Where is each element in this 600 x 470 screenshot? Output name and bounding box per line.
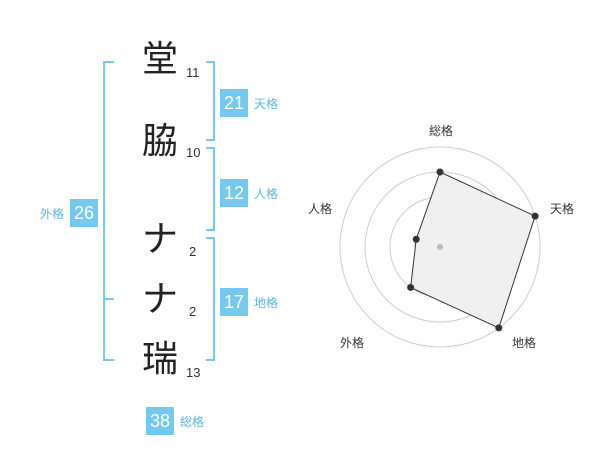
radar-label-soukaku: 総格: [428, 124, 453, 138]
gaikaku-label: 外格: [40, 206, 65, 221]
stroke-count-2: 10: [186, 145, 201, 160]
name-char-2: 脇: [141, 121, 178, 162]
gaikaku-badge: 外格 26: [40, 199, 99, 227]
jinkaku-badge: 12 人格: [220, 179, 278, 207]
chikaku-label: 地格: [254, 295, 279, 310]
radar-point-jinkaku: [412, 235, 420, 243]
chikaku-value: 17: [220, 288, 248, 316]
radar-point-gaikaku: [407, 283, 415, 291]
radar-point-tenkaku: [531, 212, 539, 220]
gaikaku-value: 26: [70, 199, 99, 227]
radar-label-gaikaku: 外格: [339, 336, 364, 350]
soukaku-badge: 38 総格: [146, 407, 204, 435]
soukaku-label: 総格: [180, 414, 205, 429]
name-char-5: 瑞: [141, 339, 178, 380]
radar-label-tenkaku: 天格: [549, 202, 574, 216]
chikaku-badge: 17 地格: [220, 288, 278, 316]
jinkaku-bracket: [206, 147, 215, 231]
stroke-count-3: 2: [189, 244, 197, 259]
name-char-4: ナ: [141, 279, 178, 320]
radar-center-dot: [437, 244, 443, 250]
stroke-count-4: 2: [189, 304, 197, 319]
chikaku-bracket: [206, 237, 215, 361]
radar-grid-ring: [339, 146, 541, 348]
tenkaku-bracket: [206, 61, 215, 141]
tenkaku-label: 天格: [254, 96, 279, 111]
tenkaku-value: 21: [220, 89, 248, 117]
radar-point-chikaku: [495, 324, 503, 332]
stroke-count-1: 11: [186, 65, 200, 80]
name-char-3: ナ: [141, 219, 178, 260]
gaikaku-bracket: [103, 61, 114, 361]
radar-point-soukaku: [436, 168, 444, 176]
jinkaku-label: 人格: [254, 186, 279, 201]
stroke-count-5: 13: [186, 365, 201, 380]
jinkaku-value: 12: [220, 179, 248, 207]
radar-label-chikaku: 地格: [511, 336, 536, 350]
radar-label-jinkaku: 人格: [307, 202, 332, 216]
radar-points: [407, 168, 539, 332]
radar-area: [410, 171, 536, 329]
tenkaku-badge: 21 天格: [220, 89, 278, 117]
name-char-1: 堂: [141, 39, 178, 80]
soukaku-value: 38: [146, 407, 174, 435]
